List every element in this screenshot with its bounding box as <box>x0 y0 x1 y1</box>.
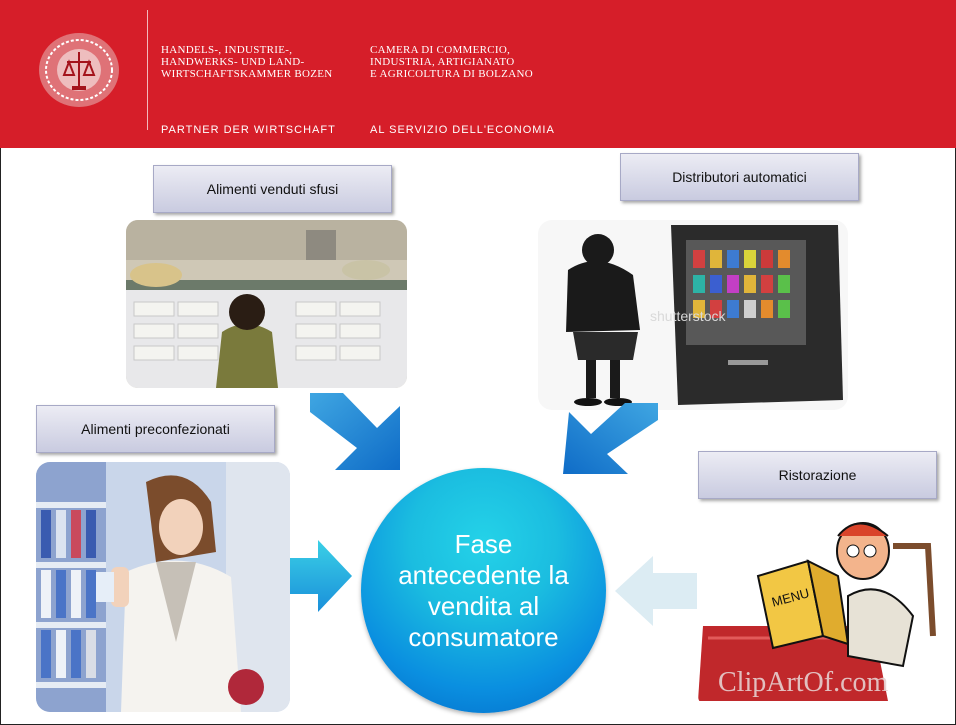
arrow-from-prepackaged-food <box>290 540 352 612</box>
arrow-from-vending-machines <box>563 403 658 474</box>
german-name-block: HANDELS-, INDUSTRIE-, HANDWERKS- UND LAN… <box>161 44 333 80</box>
label-alimenti-sfusi: Alimenti venduti sfusi <box>153 165 392 213</box>
label-alimenti-preconfezionati: Alimenti preconfezionati <box>36 405 275 453</box>
header-banner: HANDELS-, INDUSTRIE-, HANDWERKS- UND LAN… <box>0 0 956 148</box>
german-name-line: HANDELS-, INDUSTRIE-, <box>161 44 293 56</box>
arrow-from-bulk-food <box>310 393 400 470</box>
italian-name-block: CAMERA DI COMMERCIO, INDUSTRIA, ARTIGIAN… <box>370 44 533 80</box>
german-name-line: WIRTSCHAFTSKAMMER BOZEN <box>161 68 333 80</box>
label-distributori-automatici: Distributori automatici <box>620 153 859 201</box>
header-divider <box>147 10 148 130</box>
central-phase-label: Fase antecedente la vendita al consumato… <box>398 528 569 652</box>
italian-name-line: INDUSTRIA, ARTIGIANATO <box>370 56 515 68</box>
german-name-line: HANDWERKS- UND LAND- <box>161 56 305 68</box>
arrow-from-catering <box>615 556 697 626</box>
watermark-clipartof: ClipArtOf.com <box>718 667 889 698</box>
vending-machine-clipart: shutterstock <box>538 220 848 410</box>
italian-name-line: CAMERA DI COMMERCIO, <box>370 44 511 56</box>
italian-name-line: E AGRICOLTURA DI BOLZANO <box>370 68 533 80</box>
supermarket-shopper-photo <box>36 462 290 712</box>
german-tagline: PARTNER DER WIRTSCHAFT <box>161 124 336 136</box>
chamber-seal-logo <box>39 33 119 107</box>
bulk-food-counter-photo <box>126 220 407 388</box>
watermark-shutterstock: shutterstock <box>650 308 726 324</box>
restaurant-menu-clipart: MENU ClipArtOf.com <box>698 506 938 706</box>
italian-tagline: AL SERVIZIO DELL'ECONOMIA <box>370 124 555 136</box>
label-ristorazione: Ristorazione <box>698 451 937 499</box>
central-phase-node: Fase antecedente la vendita al consumato… <box>361 468 606 713</box>
